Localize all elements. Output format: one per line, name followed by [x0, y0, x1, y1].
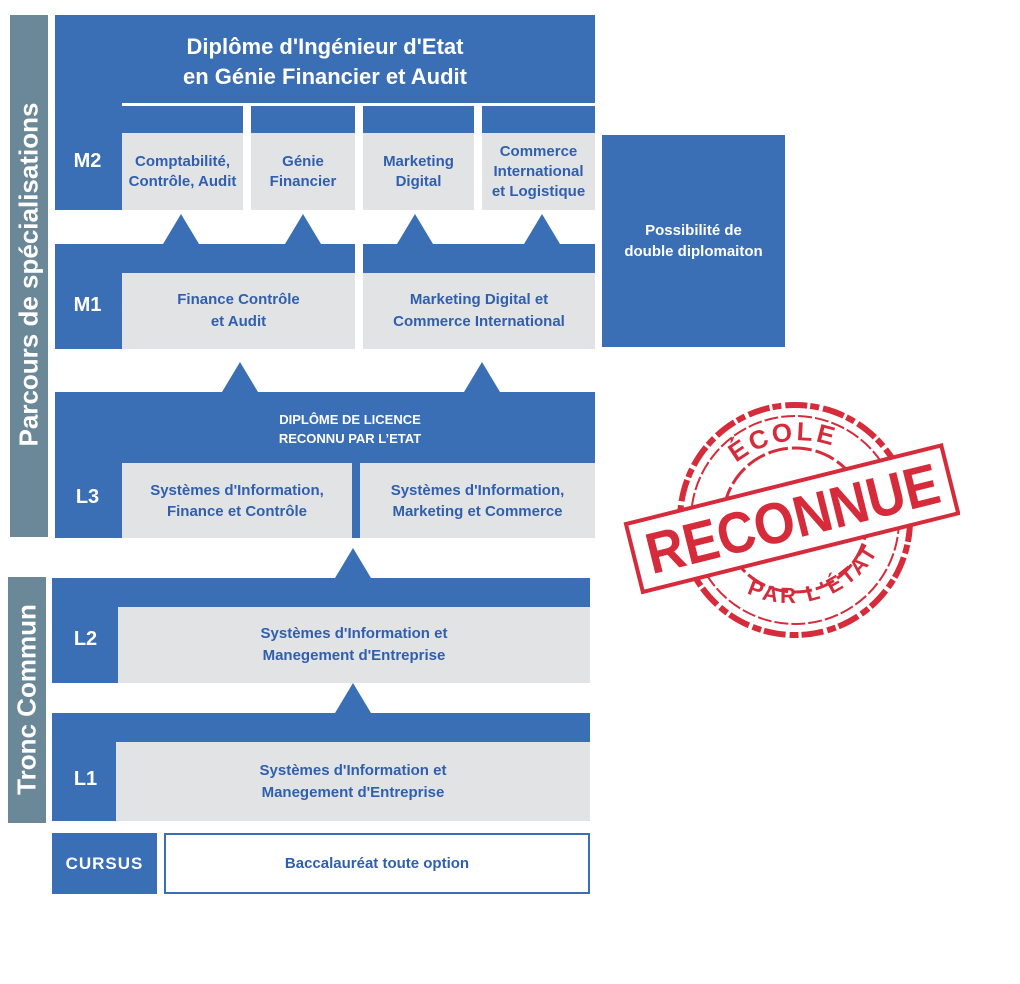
l3-option-finance: Systèmes d'Information, Finance et Contr…	[122, 463, 352, 538]
cursus-value: Baccalauréat toute option	[164, 833, 590, 894]
m2-gap	[474, 106, 482, 210]
m1-level: M1	[73, 294, 102, 316]
m2-option-marketing-digital: Marketing Digital	[363, 133, 474, 210]
arrow-up-icon	[335, 548, 371, 578]
arrow-up-icon	[524, 214, 560, 244]
l2-level: L2	[73, 628, 98, 650]
m1-option-marketing: Marketing Digital et Commerce Internatio…	[363, 273, 595, 349]
l3-level: L3	[75, 486, 100, 508]
l3-option-marketing: Systèmes d'Information, Marketing et Com…	[360, 463, 595, 538]
m2-option-comptabilite: Comptabilité, Contrôle, Audit	[122, 133, 243, 210]
m2-level: M2	[73, 150, 102, 172]
m2-option-genie-financier: Génie Financier	[251, 133, 355, 210]
m1-option-finance: Finance Contrôle et Audit	[122, 273, 355, 349]
stamp-banner: RECONNUE	[623, 442, 960, 595]
m2-title: Diplôme d'Ingénieur d'Etat en Génie Fina…	[182, 34, 467, 89]
arrow-up-icon	[397, 214, 433, 244]
sidebar-specialisations: Parcours de spécialisations	[10, 15, 48, 537]
arrow-up-icon	[335, 683, 371, 713]
m2-gap	[355, 106, 363, 210]
cursus-label: CURSUS	[52, 833, 157, 894]
double-diplomation-box: Possibilité de double diplomaiton	[602, 135, 785, 347]
m2-gap	[243, 106, 251, 210]
sidebar-tronc-commun-label: Tronc Commun	[11, 604, 42, 795]
m2-option-commerce-international: Commerce International et Logistique	[482, 133, 595, 210]
arrow-up-icon	[222, 362, 258, 392]
l1-track: Systèmes d'Information et Manegement d'E…	[116, 742, 590, 821]
stamp-top-text: ÉCOLE	[723, 416, 841, 468]
m2-divider	[122, 103, 595, 106]
l2-track: Systèmes d'Information et Manegement d'E…	[118, 607, 590, 683]
sidebar-specialisations-label: Parcours de spécialisations	[13, 102, 44, 447]
sidebar-tronc-commun: Tronc Commun	[8, 577, 46, 823]
arrow-up-icon	[464, 362, 500, 392]
l3-title: DIPLÔME DE LICENCE RECONNU PAR L’ETAT	[278, 412, 422, 446]
l1-level: L1	[73, 768, 98, 790]
arrow-up-icon	[163, 214, 199, 244]
arrow-up-icon	[285, 214, 321, 244]
stamp-reconnue: ÉCOLE PAR L'ÉTAT RECONNUE	[623, 402, 960, 638]
